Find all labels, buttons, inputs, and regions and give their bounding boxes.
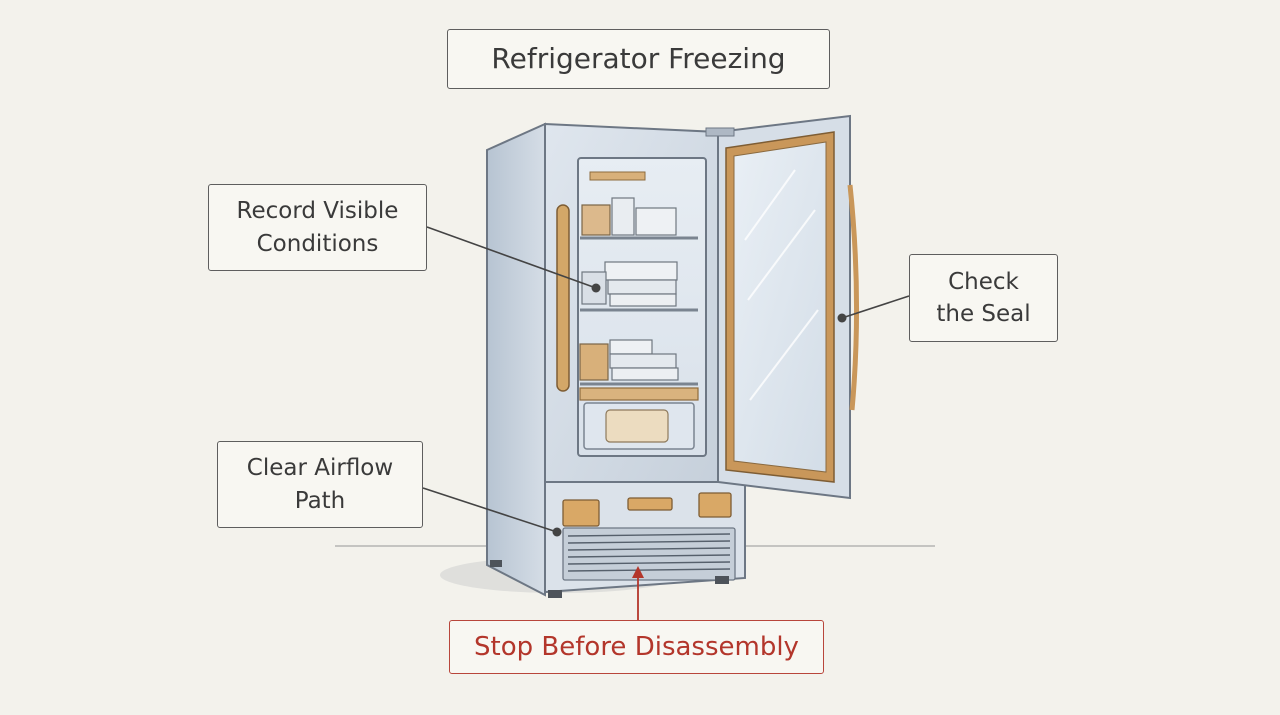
callout-record-visible-conditions: Record Visible Conditions [208, 184, 427, 271]
callout-airflow-line2: Path [294, 487, 346, 514]
base-grille [490, 481, 746, 598]
callout-airflow-line1: Clear Airflow [246, 455, 394, 482]
callout-seal-line1: Check [948, 268, 1019, 295]
callout-seal-line2: the Seal [936, 301, 1031, 327]
callout-clear-airflow-path: Clear Airflow Path [217, 441, 423, 528]
callout-record-line1: Record Visible [236, 198, 399, 225]
diagram-title: Refrigerator Freezing [447, 29, 830, 89]
leader-lines [422, 226, 910, 537]
callout-stop-text: Stop Before Disassembly [474, 631, 799, 662]
stop-arrow [632, 566, 644, 620]
callout-record-line2: Conditions [256, 230, 379, 257]
open-door [705, 114, 860, 500]
cabinet-body [486, 122, 719, 597]
callout-stop-before-disassembly: Stop Before Disassembly [449, 620, 824, 674]
callout-check-the-seal: Check the Seal [909, 254, 1058, 342]
diagram-title-text: Refrigerator Freezing [491, 42, 786, 76]
